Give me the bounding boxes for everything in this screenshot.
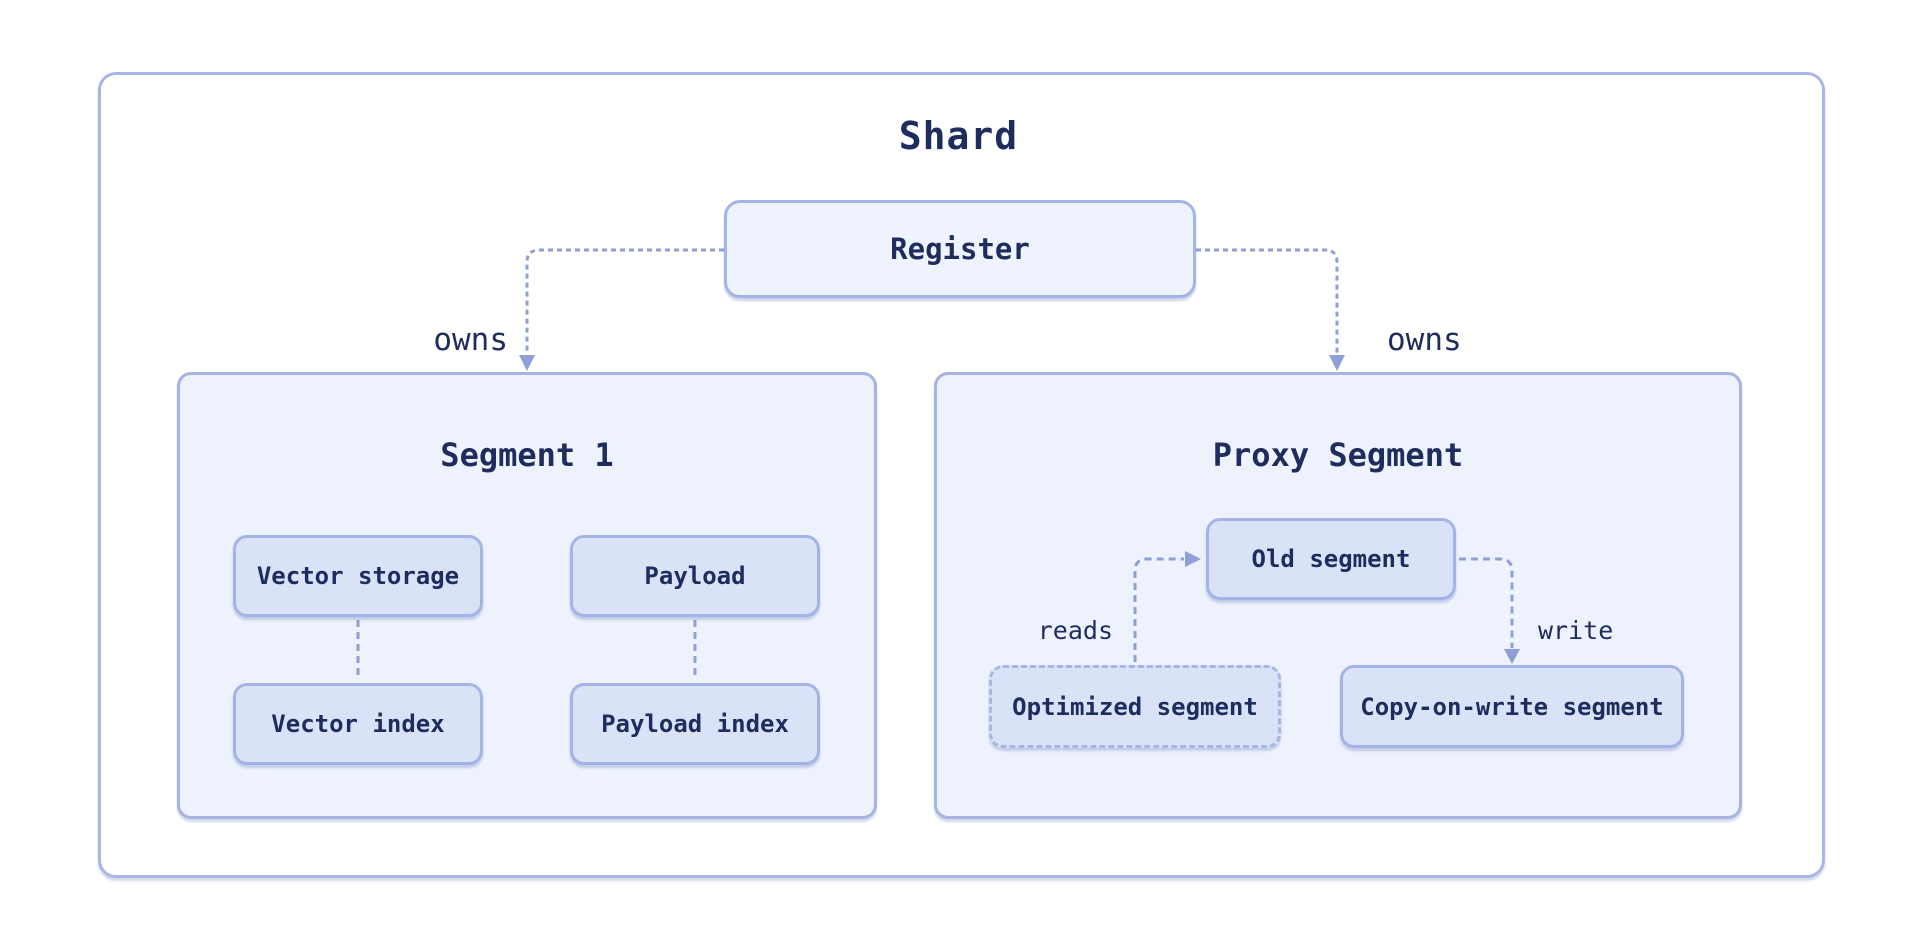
old-segment-node: Old segment bbox=[1206, 518, 1456, 600]
edge-label-owns-left: owns bbox=[433, 322, 508, 358]
payload-node: Payload bbox=[570, 535, 820, 617]
shard-title: Shard bbox=[898, 114, 1019, 158]
payload-label: Payload bbox=[644, 562, 746, 590]
payload-index-label: Payload index bbox=[601, 710, 789, 738]
copy-on-write-segment-label: Copy-on-write segment bbox=[1360, 692, 1664, 721]
copy-on-write-segment-node: Copy-on-write segment bbox=[1340, 665, 1684, 748]
old-segment-label: Old segment bbox=[1251, 545, 1411, 573]
vector-storage-label: Vector storage bbox=[256, 562, 460, 590]
edge-label-write: write bbox=[1538, 616, 1614, 645]
payload-index-node: Payload index bbox=[570, 683, 820, 765]
segment1-title: Segment 1 bbox=[440, 436, 614, 474]
register-label: Register bbox=[890, 232, 1030, 266]
vector-index-node: Vector index bbox=[233, 683, 483, 765]
vector-storage-node: Vector storage bbox=[233, 535, 483, 617]
optimized-segment-label: Optimized segment bbox=[1012, 692, 1258, 721]
register-node: Register bbox=[724, 200, 1196, 298]
vector-index-label: Vector index bbox=[271, 710, 445, 738]
proxy-segment-title: Proxy Segment bbox=[1212, 436, 1464, 474]
edge-label-reads: reads bbox=[1037, 616, 1113, 645]
edge-label-owns-right: owns bbox=[1387, 322, 1462, 358]
optimized-segment-node: Optimized segment bbox=[989, 665, 1281, 748]
